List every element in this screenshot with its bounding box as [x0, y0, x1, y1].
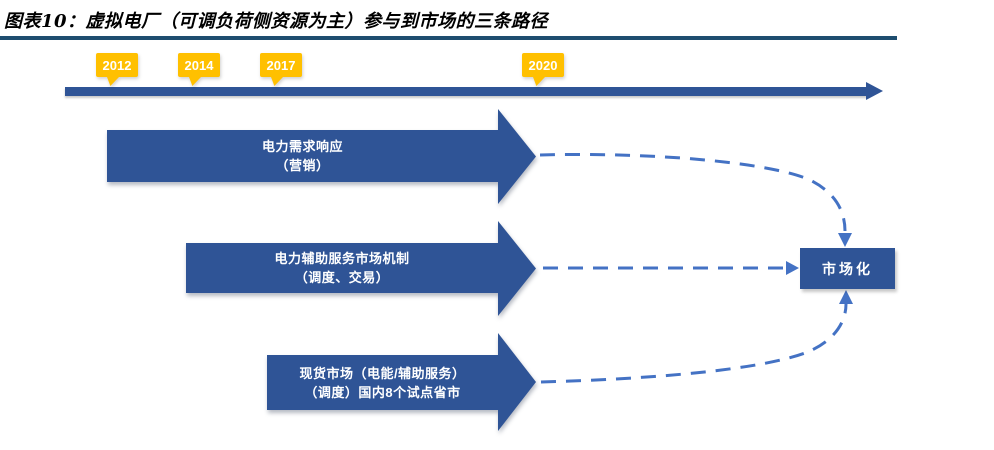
callout-tail: [533, 77, 545, 86]
path-label-line1: 现货市场（电能/辅助服务）: [299, 365, 466, 381]
path-label-line2: （调度、交易）: [294, 270, 390, 285]
connector-middle-arrowhead-icon: [786, 261, 799, 275]
path-arrow-spot-market: [267, 333, 536, 431]
year-label: 2017: [266, 57, 296, 73]
callout-tail: [107, 77, 119, 86]
year-label: 2012: [102, 57, 132, 73]
connector-top-arrowhead-icon: [838, 233, 852, 247]
year-callout-2020: 2020: [522, 53, 564, 86]
connector-top-curve: [539, 152, 847, 232]
path-label-line1: 电力辅助服务市场机制: [274, 251, 410, 266]
path-label-line2: （营销）: [275, 158, 330, 173]
path-label-ancillary-services: 电力辅助服务市场机制 （调度、交易）: [186, 243, 498, 293]
path-label-line2: （调度）国内8个试点省市: [304, 384, 461, 400]
timeline-bar: [65, 87, 867, 96]
year-callout-2014: 2014: [178, 53, 220, 86]
path-label-demand-response: 电力需求响应 （营销）: [107, 130, 498, 182]
path-label-line1: 电力需求响应: [261, 139, 343, 154]
callout-tail: [189, 77, 201, 86]
year-label: 2014: [184, 57, 214, 73]
path-label-spot-market: 现货市场（电能/辅助服务） （调度）国内8个试点省市: [267, 355, 498, 410]
connector-bottom-curve: [540, 303, 848, 384]
year-callout-2017: 2017: [260, 53, 302, 86]
year-label: 2020: [528, 57, 558, 73]
callout-tail: [271, 77, 283, 86]
figure-title: 图表10：虚拟电厂（可调负荷侧资源为主）参与到市场的三条路径: [4, 11, 549, 32]
market-box-label: 市场化: [822, 260, 873, 277]
title-divider: [0, 36, 897, 40]
path-arrow-ancillary-services: [186, 221, 536, 316]
year-callout-2012: 2012: [96, 53, 138, 86]
connector-bottom-arrowhead-icon: [839, 290, 853, 304]
timeline-arrow-icon: [866, 82, 883, 100]
market-box: 市场化: [800, 248, 895, 289]
path-arrow-demand-response: [107, 109, 536, 204]
